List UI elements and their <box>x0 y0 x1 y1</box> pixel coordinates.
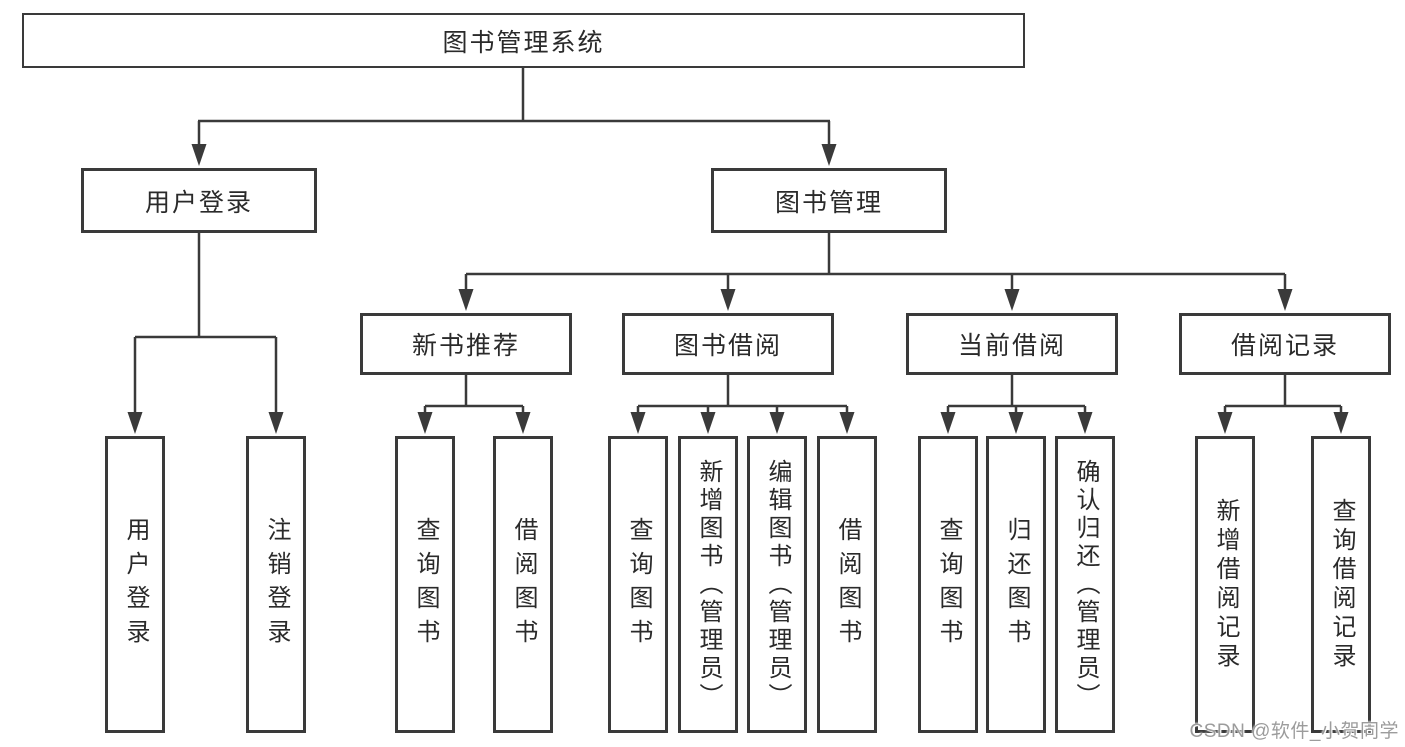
leaf-label: 查询图书 <box>412 516 439 653</box>
leaf-borrow-books-recommend: 借阅图书 <box>493 436 553 733</box>
leaf-label: 归还图书 <box>1003 516 1030 653</box>
node-label: 用户登录 <box>144 188 253 217</box>
node-label: 借阅记录 <box>1230 332 1339 360</box>
leaf-borrow-books-borrowing: 借阅图书 <box>817 436 877 733</box>
leaf-label: 编辑图书（管理员） <box>764 458 791 711</box>
leaf-add-books-admin: 新增图书（管理员） <box>678 436 738 733</box>
leaf-confirm-return-admin: 确认归还（管理员） <box>1055 436 1115 733</box>
leaf-add-borrow-record: 新增借阅记录 <box>1195 436 1255 733</box>
leaf-label: 确认归还（管理员） <box>1072 458 1099 711</box>
node-user-login: 用户登录 <box>81 168 317 233</box>
leaf-query-books-current: 查询图书 <box>918 436 978 733</box>
leaf-label: 查询图书 <box>625 516 652 653</box>
leaf-query-books-recommend: 查询图书 <box>395 436 455 733</box>
leaf-label: 注销登录 <box>263 516 290 653</box>
node-label: 图书管理 <box>774 188 883 217</box>
node-borrowing-records: 借阅记录 <box>1179 313 1391 375</box>
leaf-label: 用户登录 <box>122 516 149 653</box>
leaf-return-books: 归还图书 <box>986 436 1046 733</box>
leaf-label: 借阅图书 <box>510 516 537 653</box>
leaf-label: 查询借阅记录 <box>1328 497 1355 672</box>
leaf-label: 新增图书（管理员） <box>695 458 722 711</box>
leaf-query-books-borrowing: 查询图书 <box>608 436 668 733</box>
leaf-query-borrow-record: 查询借阅记录 <box>1311 436 1371 733</box>
node-label: 新书推荐 <box>411 332 520 360</box>
leaf-label: 借阅图书 <box>834 516 861 653</box>
leaf-label: 新增借阅记录 <box>1212 497 1239 672</box>
node-label: 图书借阅 <box>673 332 782 360</box>
node-new-book-recommendation: 新书推荐 <box>360 313 572 375</box>
node-label: 图书管理系统 <box>442 28 605 57</box>
node-library-management-system: 图书管理系统 <box>22 13 1025 68</box>
leaf-edit-books-admin: 编辑图书（管理员） <box>747 436 807 733</box>
leaf-label: 查询图书 <box>935 516 962 653</box>
node-current-borrowing: 当前借阅 <box>906 313 1118 375</box>
watermark-text: CSDN @软件_小贺同学 <box>1189 721 1399 742</box>
leaf-logout: 注销登录 <box>246 436 306 733</box>
leaf-user-login: 用户登录 <box>105 436 165 733</box>
node-label: 当前借阅 <box>957 332 1066 360</box>
node-book-borrowing: 图书借阅 <box>622 313 834 375</box>
node-book-management: 图书管理 <box>711 168 947 233</box>
